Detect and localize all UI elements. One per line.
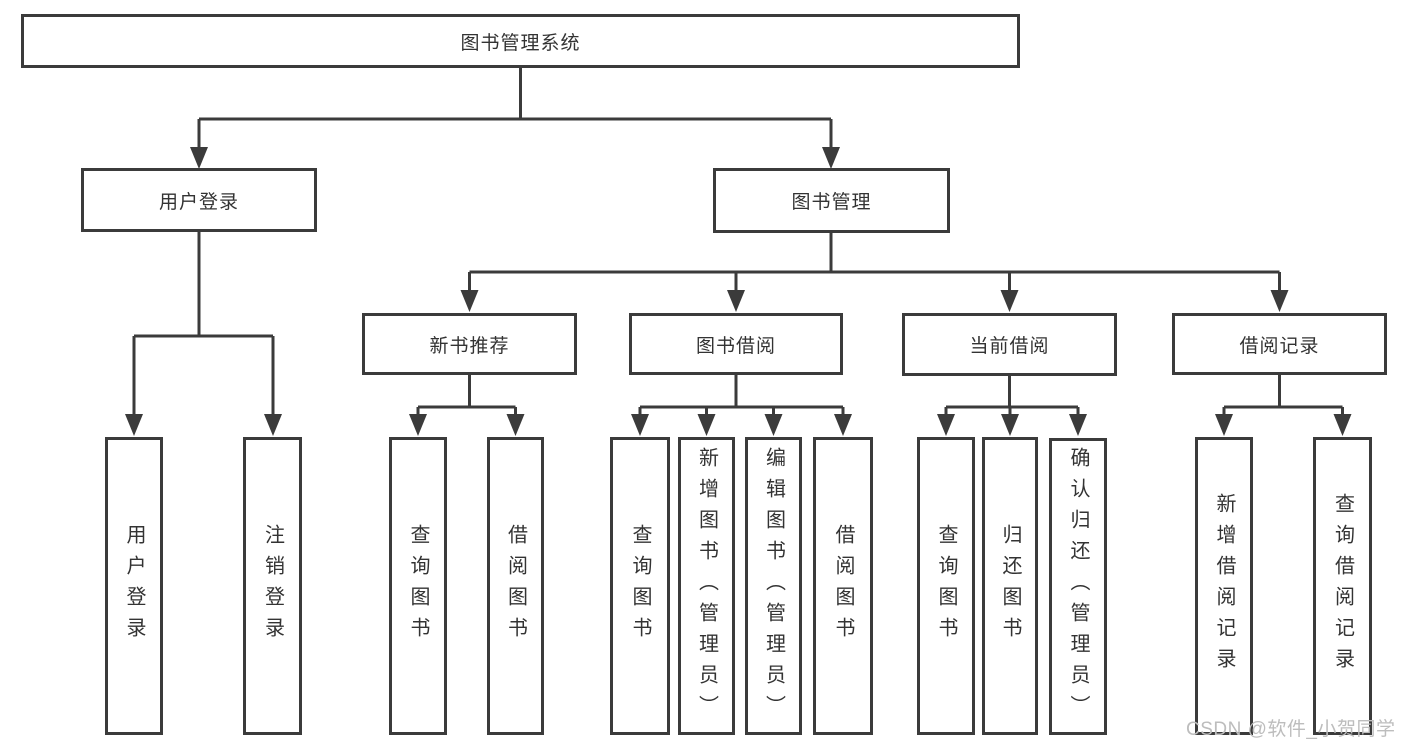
node-label: 用户登录 <box>158 191 239 213</box>
leaf-add-book-admin: 新增图书（管理员） <box>678 437 735 735</box>
node-label: 注销登录 <box>261 524 284 648</box>
leaf-confirm-return-admin: 确认归还（管理员） <box>1049 438 1107 735</box>
node-label: 新书推荐 <box>429 335 510 357</box>
node-current-borrowing: 当前借阅 <box>902 313 1117 376</box>
leaf-borrow-books-2: 借阅图书 <box>813 437 873 735</box>
node-label: 图书借阅 <box>695 335 776 357</box>
leaf-query-borrow-record: 查询借阅记录 <box>1313 437 1372 735</box>
node-label: 编辑图书（管理员） <box>762 446 785 726</box>
node-label: 用户登录 <box>123 524 145 648</box>
node-label: 借阅记录 <box>1239 335 1320 357</box>
node-label: 查询借阅记录 <box>1331 493 1354 679</box>
leaf-logout: 注销登录 <box>243 437 302 735</box>
node-label: 归还图书 <box>999 524 1021 648</box>
leaf-query-books-2: 查询图书 <box>610 437 670 735</box>
node-label: 借阅图书 <box>504 524 527 648</box>
leaf-query-books-1: 查询图书 <box>389 437 447 735</box>
node-book-borrowing: 图书借阅 <box>629 313 843 375</box>
node-label: 查询图书 <box>407 524 429 648</box>
leaf-borrow-books-1: 借阅图书 <box>487 437 544 735</box>
node-label: 查询图书 <box>935 524 957 648</box>
node-label: 新增借阅记录 <box>1213 493 1235 679</box>
node-label: 图书管理 <box>791 192 872 213</box>
node-label: 查询图书 <box>629 524 651 648</box>
watermark: CSDN @软件_小贺同学 <box>1186 719 1396 740</box>
node-label: 借阅图书 <box>832 524 854 648</box>
leaf-user-login: 用户登录 <box>105 437 163 735</box>
leaf-add-borrow-record: 新增借阅记录 <box>1195 437 1253 735</box>
leaf-return-books: 归还图书 <box>982 437 1038 735</box>
node-book-management: 图书管理 <box>713 168 950 233</box>
node-new-book-recommendation: 新书推荐 <box>362 313 577 375</box>
leaf-edit-book-admin: 编辑图书（管理员） <box>745 437 802 735</box>
node-library-management-system: 图书管理系统 <box>21 14 1020 68</box>
node-user-login: 用户登录 <box>81 168 317 232</box>
node-borrowing-records: 借阅记录 <box>1172 313 1387 375</box>
leaf-query-books-3: 查询图书 <box>917 437 975 735</box>
node-label: 当前借阅 <box>969 336 1050 357</box>
node-label: 图书管理系统 <box>460 32 581 54</box>
node-label: 确认归还（管理员） <box>1067 447 1089 726</box>
node-label: 新增图书（管理员） <box>695 446 718 726</box>
